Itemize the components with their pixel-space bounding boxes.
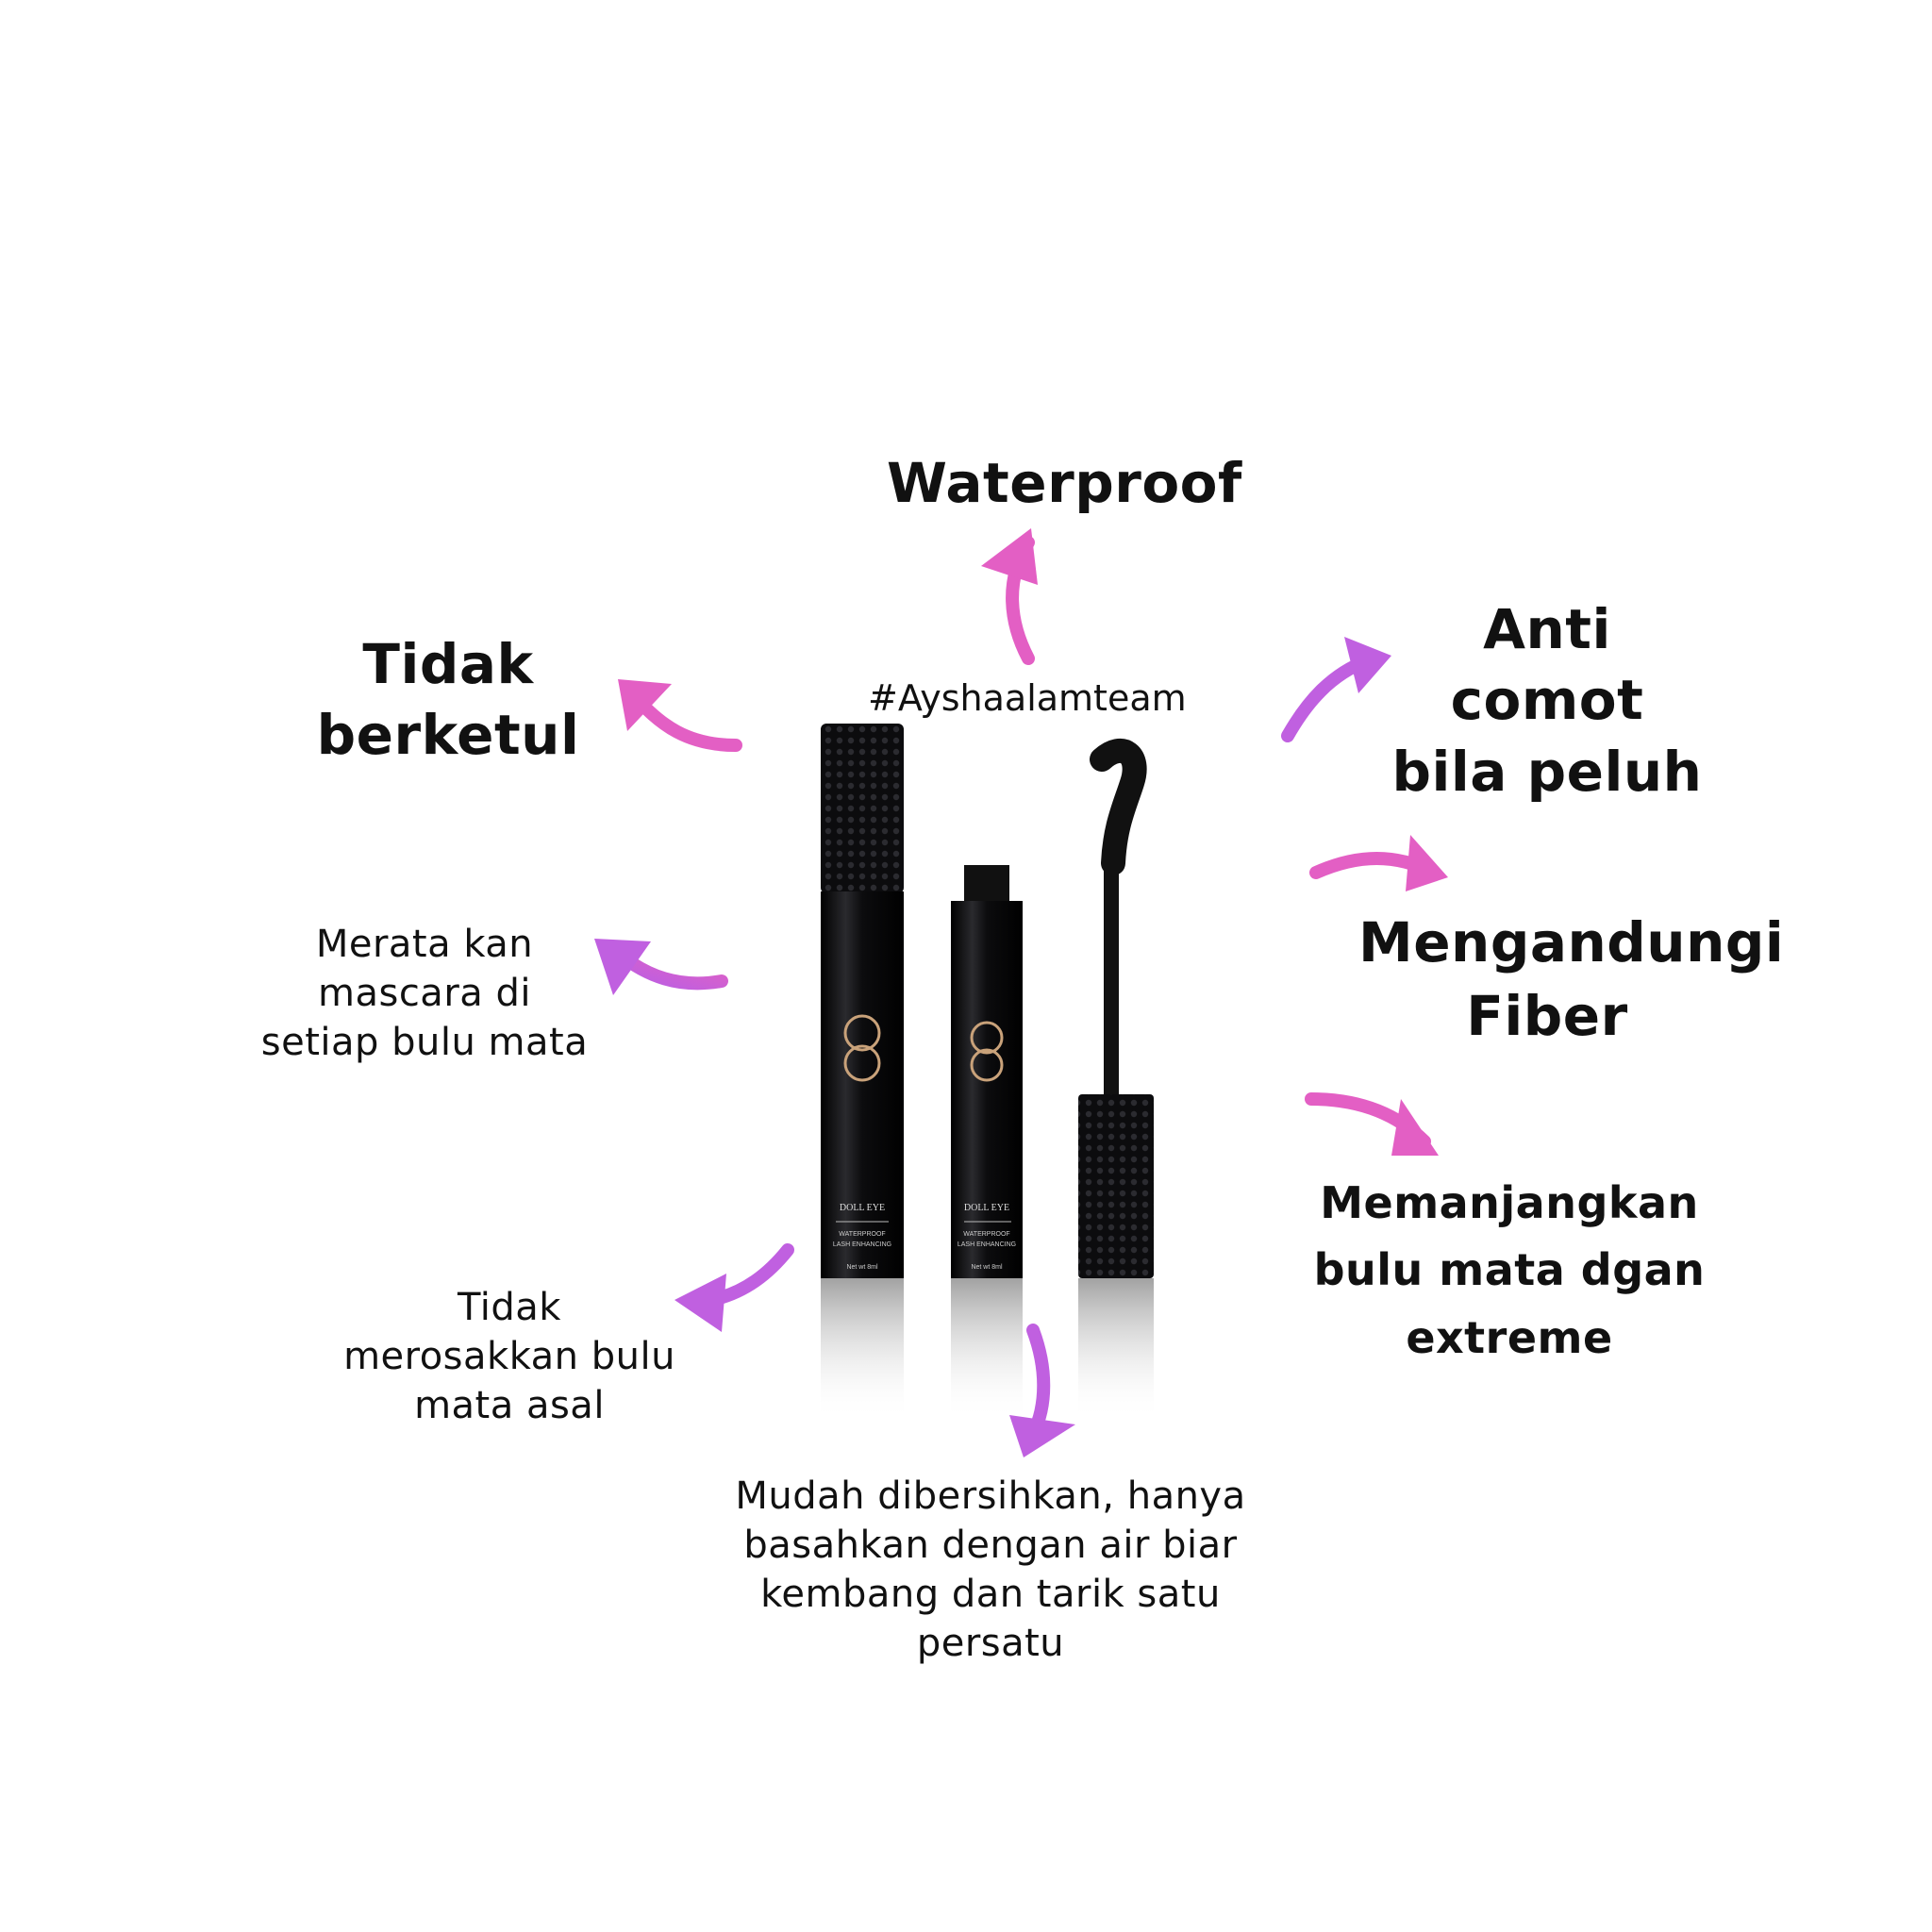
- product-name-2: DOLL EYE: [964, 1203, 1009, 1213]
- curved-arrow-icon: [1305, 1092, 1439, 1156]
- curved-arrow-icon: [981, 528, 1038, 665]
- curved-arrow-icon: [675, 1243, 794, 1332]
- feature-memanjangkan-line1: Memanjangkan: [1320, 1177, 1699, 1228]
- curved-arrow-icon: [1281, 637, 1391, 742]
- product-volume: Net wt 8ml: [846, 1264, 878, 1271]
- feature-merata: Merata kan mascara di setiap bulu mata: [255, 920, 594, 1067]
- feature-mengandungi: Mengandungi Fiber: [1358, 906, 1785, 1054]
- feature-mudah-line3: kembang dan tarik satu persatu: [760, 1573, 1221, 1665]
- curved-arrow-icon: [618, 679, 742, 752]
- feature-mengandungi-line1: Mengandungi: [1358, 910, 1785, 974]
- feature-mudah-line2: basahkan dengan air biar: [743, 1524, 1238, 1567]
- product-line1-2: WATERPROOF: [963, 1231, 1009, 1238]
- feature-merata-line3: setiap bulu mata: [260, 1021, 589, 1064]
- product-volume-2: Net wt 8ml: [971, 1264, 1003, 1271]
- curved-arrow-icon: [1309, 835, 1448, 891]
- feature-anti-comot-line2: bila peluh: [1391, 739, 1703, 804]
- feature-merata-line1: Merata kan: [315, 923, 534, 966]
- feature-memanjangkan-line2: bulu mata dgan: [1313, 1244, 1706, 1296]
- feature-memanjangkan-line3: extreme: [1406, 1311, 1613, 1363]
- brand-logo: [843, 1014, 881, 1082]
- feature-tidak-merosakkan-line1: Tidak: [458, 1286, 561, 1329]
- curved-arrow-icon: [1009, 1324, 1075, 1457]
- feature-memanjangkan: Memanjangkan bulu mata dgan extreme: [1311, 1170, 1707, 1372]
- feature-merata-line2: mascara di: [318, 972, 531, 1015]
- product-name: DOLL EYE: [840, 1203, 885, 1213]
- feature-anti-comot: Anti comot bila peluh: [1377, 594, 1717, 808]
- feature-waterproof-text: Waterproof: [887, 451, 1242, 515]
- feature-mudah-line1: Mudah dibersihkan, hanya: [735, 1474, 1246, 1518]
- feature-mengandungi-line2: Fiber: [1466, 984, 1628, 1049]
- product-line1: WATERPROOF: [839, 1231, 885, 1238]
- feature-tidak-berketul: Tidak berketul: [278, 629, 618, 772]
- product-line2: LASH ENHANCING: [833, 1241, 891, 1248]
- feature-tidak-berketul-text: Tidak berketul: [316, 632, 580, 768]
- feature-anti-comot-line1: Anti comot: [1450, 597, 1644, 733]
- mascara-product-image: DOLL EYE WATERPROOF LASH ENHANCING Net w…: [821, 724, 1154, 1420]
- feature-mudah-dibersihkan: Mudah dibersihkan, hanya basahkan dengan…: [689, 1472, 1292, 1668]
- feature-tidak-merosakkan-line2: merosakkan bulu: [343, 1335, 675, 1378]
- hashtag: #Ayshaalamteam: [868, 677, 1187, 719]
- product-line2-2: LASH ENHANCING: [958, 1241, 1016, 1248]
- feature-tidak-merosakkan: Tidak merosakkan bulu mata asal: [340, 1283, 679, 1430]
- curved-arrow-icon: [594, 939, 728, 995]
- feature-waterproof: Waterproof: [887, 448, 1242, 519]
- feature-tidak-merosakkan-line3: mata asal: [414, 1384, 605, 1427]
